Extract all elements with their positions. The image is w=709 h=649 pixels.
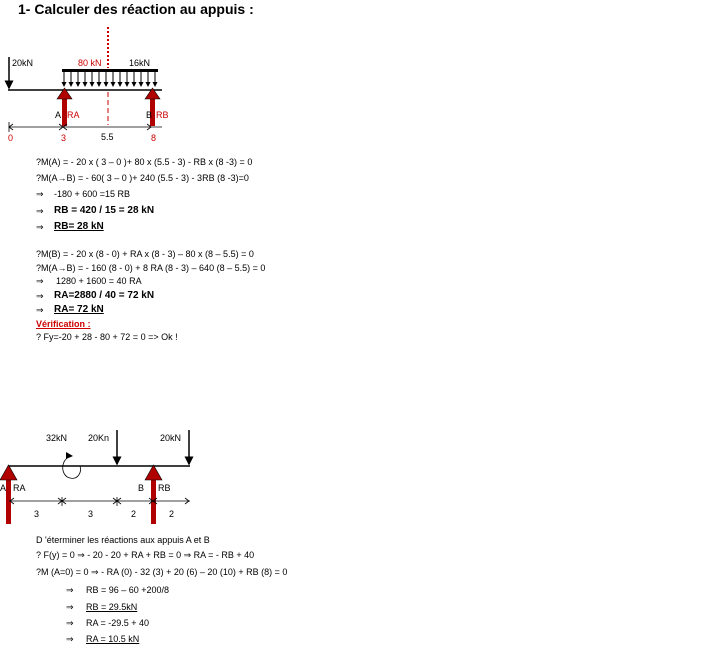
beam1-distributed-load [62, 69, 158, 72]
implies-icon: ⇒ [36, 291, 44, 301]
implies-icon: ⇒ [66, 602, 74, 612]
calc1-line-3: -180 + 600 =15 RB [54, 189, 131, 199]
beam1-load-left-label: 20kN [12, 58, 34, 68]
implies-icon: ⇒ [66, 618, 74, 628]
implies-icon: ⇒ [66, 585, 74, 595]
calc2-line-3: RB = 96 – 60 +200/8 [86, 585, 170, 595]
page-title: 1- Calculer des réaction au appuis : [18, 1, 254, 17]
verification-label: Vérification : [36, 319, 91, 329]
beam2-dim-1: 3 [34, 509, 40, 519]
beam1-dist-total-label: 80 kN [78, 58, 102, 68]
calc1-line-1: ?M(A) = - 20 x ( 3 – 0 )+ 80 x (5.5 - 3)… [36, 157, 253, 167]
beam1-label-A: A [55, 110, 62, 120]
beam2-dim-3: 2 [131, 509, 137, 519]
calc1-line-6: ?M(B) = - 20 x (8 - 0) + RA x (8 - 3) – … [36, 249, 254, 259]
implies-icon: ⇒ [36, 189, 44, 199]
beam1-dim-mid: 5.5 [101, 132, 114, 142]
beam2-load-32: 32kN [46, 433, 68, 443]
beam2-label-A: A [0, 483, 7, 493]
calc1-line-10: RA= 72 kN [54, 304, 104, 315]
implies-icon: ⇒ [36, 222, 44, 232]
beam2-dim-4: 2 [169, 509, 175, 519]
calc1-line-9: RA=2880 / 40 = 72 kN [54, 290, 155, 301]
implies-icon: ⇒ [36, 206, 44, 216]
beam1-pos-3: 3 [61, 133, 67, 143]
calc2-line-4: RB = 29.5kN [86, 602, 138, 612]
calc2-line-2: ?M (A=0) = 0 ⇒ - RA (0) - 32 (3) + 20 (6… [36, 567, 288, 577]
calc2-intro: D 'éterminer les réactions aux appuis A … [36, 535, 210, 545]
beam2-dim-2: 3 [88, 509, 94, 519]
calc1-line-2: ?M(A→B) = - 60( 3 – 0 )+ 240 (5.5 - 3) -… [36, 173, 249, 183]
beam2-moment [62, 455, 81, 479]
beam1-dist-unit-label: 16kN [129, 58, 151, 68]
calc1-line-7: ?M(A→B) = - 160 (8 - 0) + 8 RA (8 - 3) –… [36, 263, 266, 273]
beam2-load-20b: 20kN [160, 433, 182, 443]
calc1-line-4: RB = 420 / 15 = 28 kN [54, 205, 155, 216]
implies-icon: ⇒ [36, 276, 44, 286]
beam1-pos-0: 0 [8, 133, 14, 143]
beam2-reaction-B [144, 464, 163, 524]
calc1-line-5: RB= 28 kN [54, 221, 104, 232]
calc2-line-1: ? F(y) = 0 ⇒ - 20 - 20 + RA + RB = 0 ⇒ R… [36, 550, 255, 560]
calc1-line-8: 1280 + 1600 = 40 RA [56, 276, 142, 286]
beam1-label-RA: RA [67, 110, 80, 120]
beam2-label-RB: RB [158, 483, 171, 493]
beam1-label-RB: RB [156, 110, 169, 120]
implies-icon: ⇒ [36, 305, 44, 315]
verification-line: ? Fy=-20 + 28 - 80 + 72 = 0 => Ok ! [36, 332, 178, 342]
implies-icon: ⇒ [66, 634, 74, 644]
beam1-distributed-arrows [61, 72, 158, 87]
beam2-load-20a: 20Kn [88, 433, 110, 443]
beam1-label-B: B [146, 110, 153, 120]
calc2-line-5: RA = -29.5 + 40 [86, 618, 150, 628]
beam2-reaction-A [0, 464, 18, 524]
beam1-pos-8: 8 [151, 133, 157, 143]
beam1-reaction-B [144, 87, 161, 126]
beam2-label-RA: RA [13, 483, 26, 493]
calc2-line-6: RA = 10.5 kN [86, 634, 140, 644]
beam1-reaction-A [56, 87, 73, 126]
beam2-label-B: B [138, 483, 145, 493]
